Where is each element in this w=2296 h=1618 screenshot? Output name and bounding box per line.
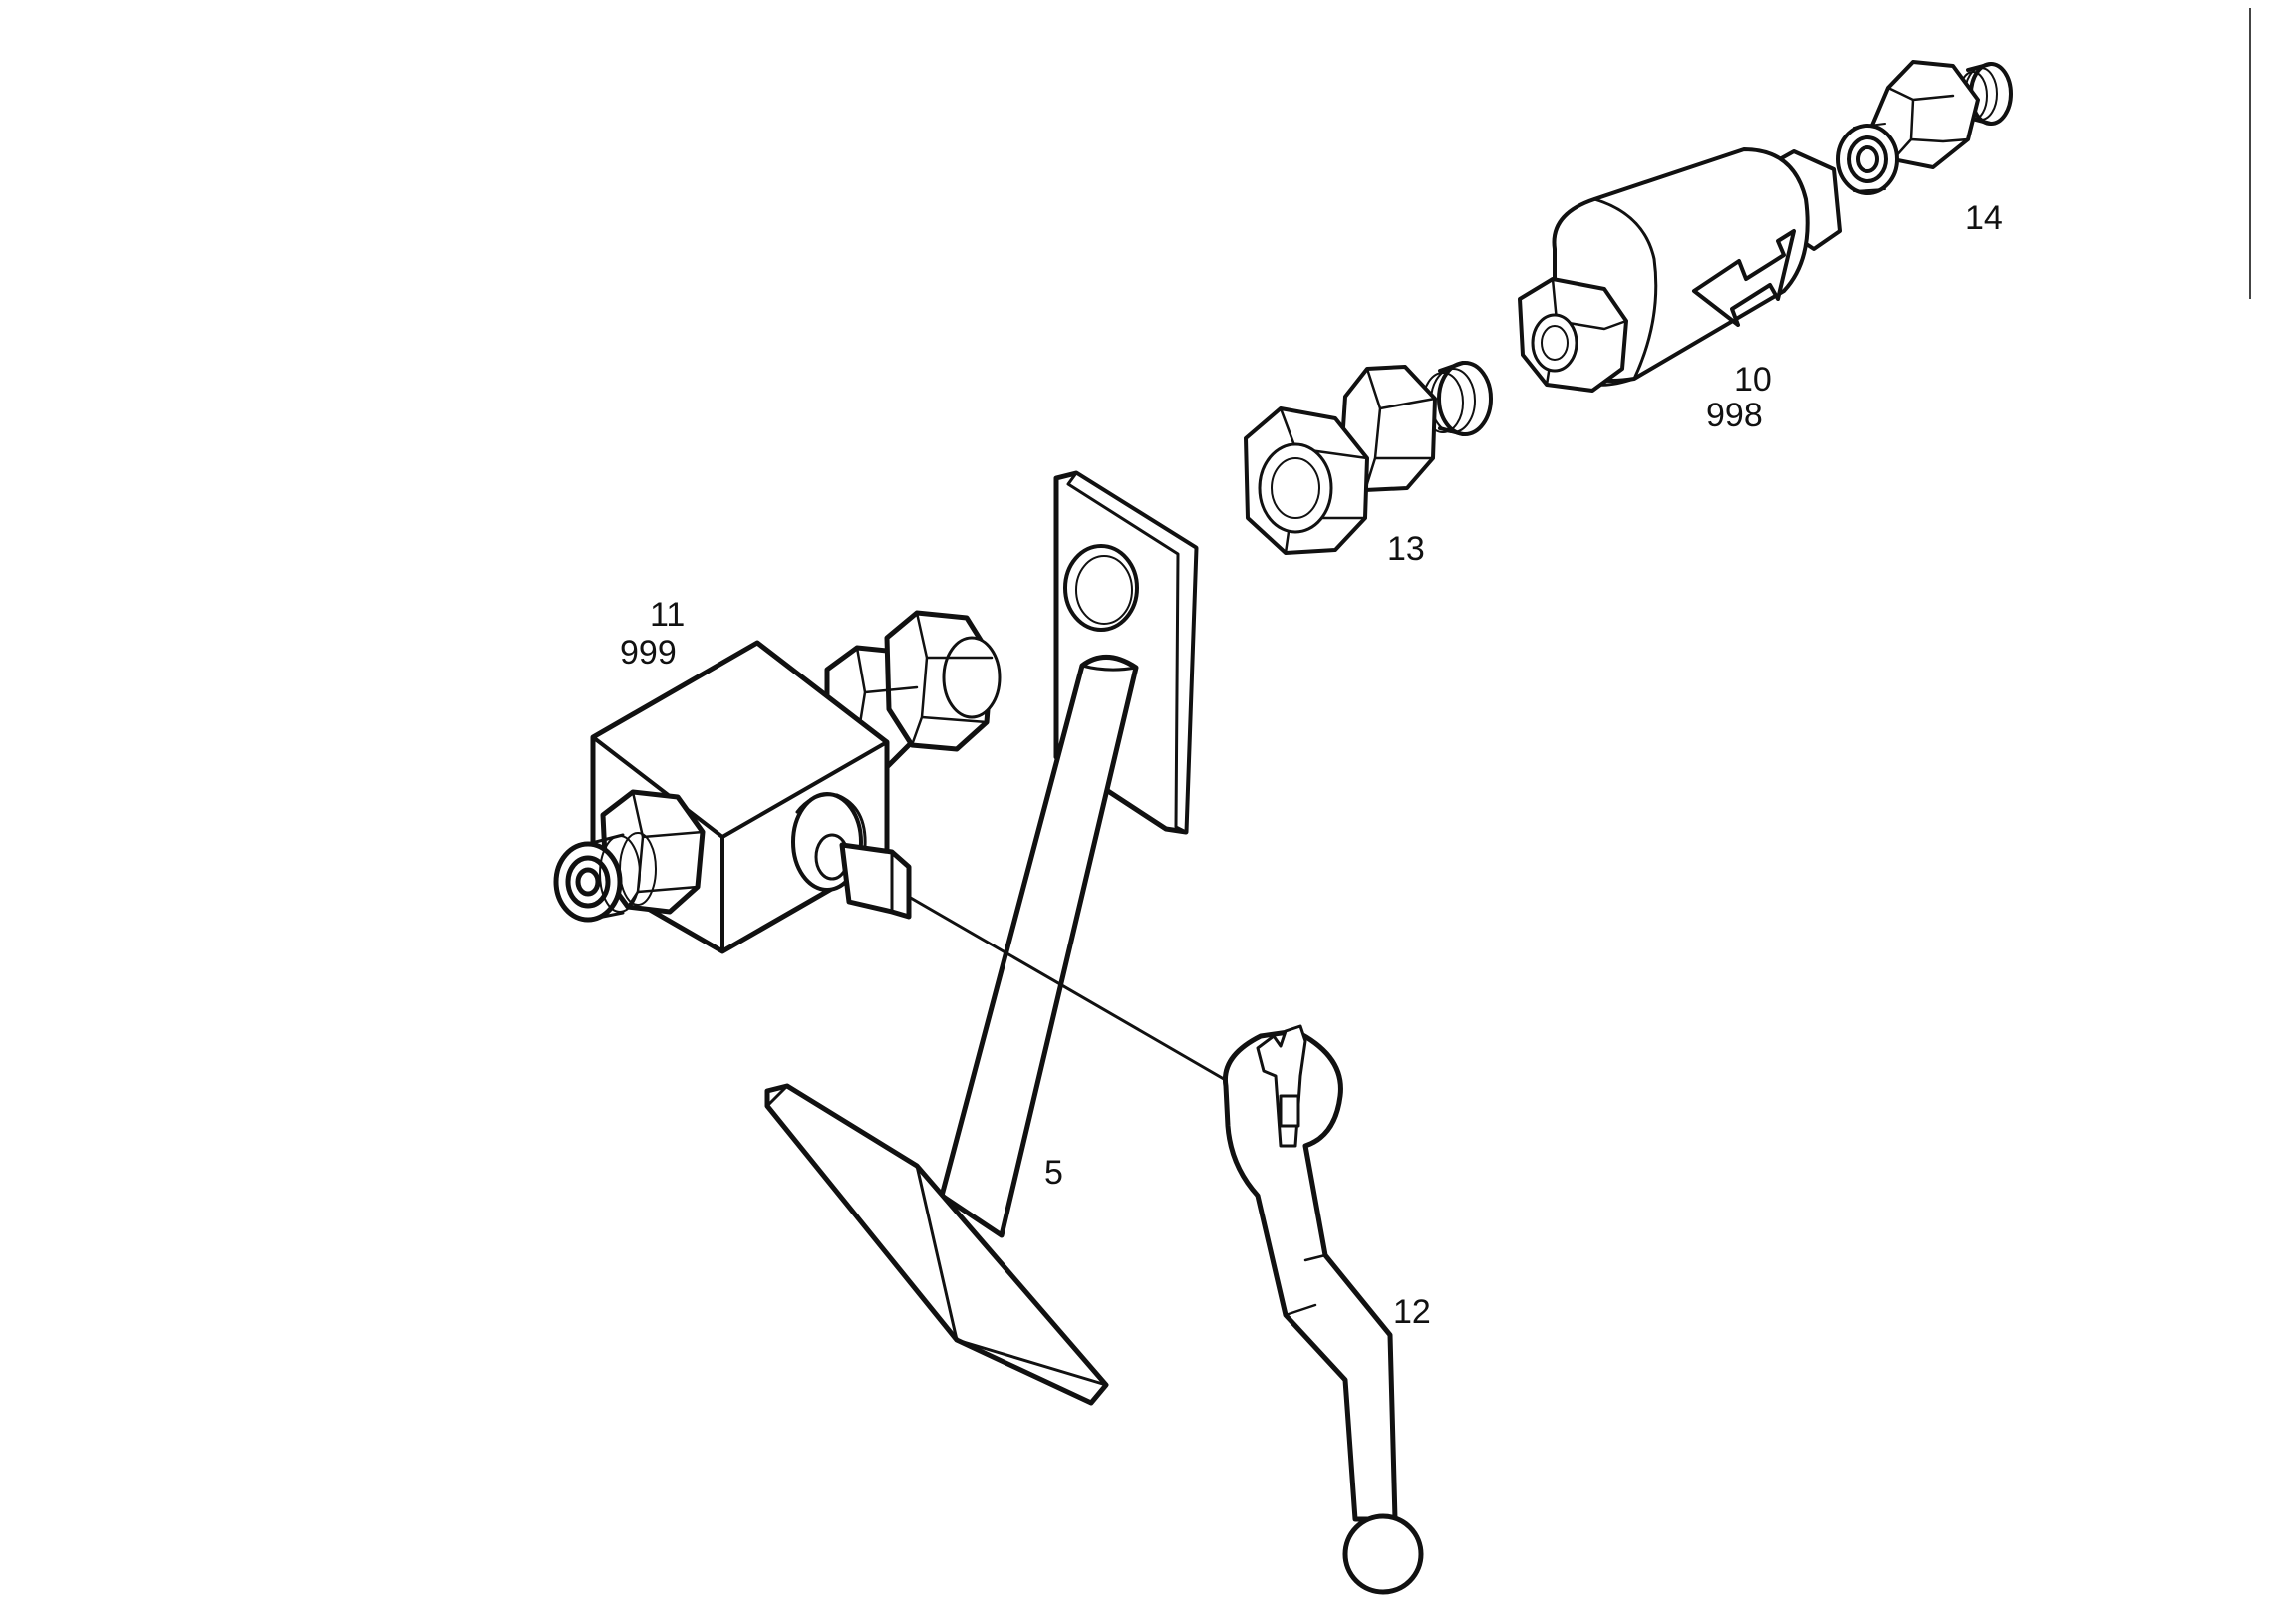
inline-valve-10 xyxy=(1518,147,1842,393)
valve-block-11 xyxy=(553,610,1002,954)
connector-fitting-14 xyxy=(1836,60,2013,195)
shaft-to-lever-line xyxy=(908,895,1237,1088)
flow-arrow-icon xyxy=(1692,229,1796,327)
pedal-5 xyxy=(764,470,1199,1406)
callout-part-10: 10 xyxy=(1734,361,1772,399)
callout-part-13: 13 xyxy=(1387,530,1425,568)
union-fitting-13 xyxy=(1244,361,1493,555)
callout-part-11: 11 xyxy=(650,596,685,634)
callout-part-5: 5 xyxy=(1044,1154,1063,1192)
callout-part-10-alt: 998 xyxy=(1706,397,1763,434)
callout-part-14: 14 xyxy=(1965,199,2003,237)
callout-part-11-alt: 999 xyxy=(620,634,677,672)
lever-12 xyxy=(1222,1024,1424,1595)
callout-part-12: 12 xyxy=(1393,1293,1431,1331)
